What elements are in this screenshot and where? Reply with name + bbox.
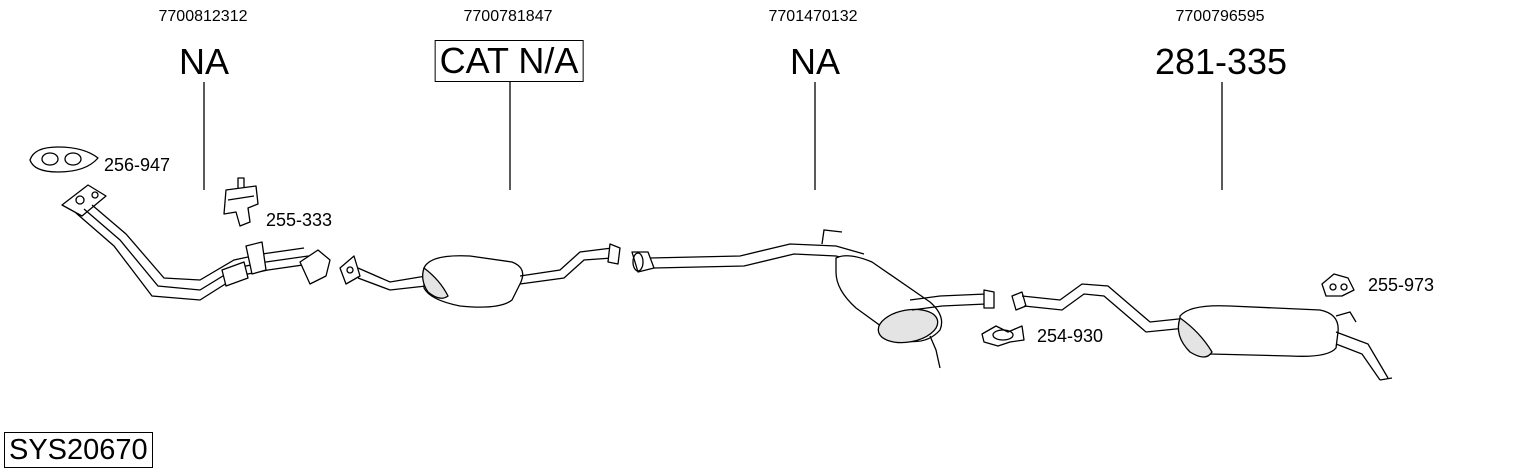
rubber-mount-icon: [223, 177, 259, 227]
oem-number-middle-silencer: 7701470132: [768, 8, 858, 25]
oem-number-rear-silencer: 7700796595: [1175, 8, 1265, 25]
clamp-icon: [981, 325, 1025, 347]
catalyst-part: [339, 243, 621, 308]
accessory-label-gasket[interactable]: 256-947: [104, 155, 171, 175]
accessory-label-clamp[interactable]: 254-930: [1037, 326, 1104, 346]
hanger-icon: [1321, 273, 1355, 297]
accessory-label-rubber-mount[interactable]: 255-333: [266, 210, 333, 230]
middle-silencer-part: [631, 229, 995, 369]
part-label-rear-silencer[interactable]: 281-335: [1154, 41, 1288, 82]
front-pipe-part: [61, 184, 331, 301]
part-label-catalyst[interactable]: CAT N/A: [434, 40, 584, 82]
accessory-label-hanger[interactable]: 255-973: [1368, 275, 1435, 295]
gasket-icon: [29, 146, 99, 173]
oem-number-catalyst: 7700781847: [463, 8, 553, 25]
part-label-front-pipe[interactable]: NA: [178, 41, 230, 82]
oem-number-front-pipe: 7700812312: [158, 8, 248, 25]
system-code: SYS20670: [4, 432, 153, 468]
part-label-middle-silencer[interactable]: NA: [789, 41, 841, 82]
